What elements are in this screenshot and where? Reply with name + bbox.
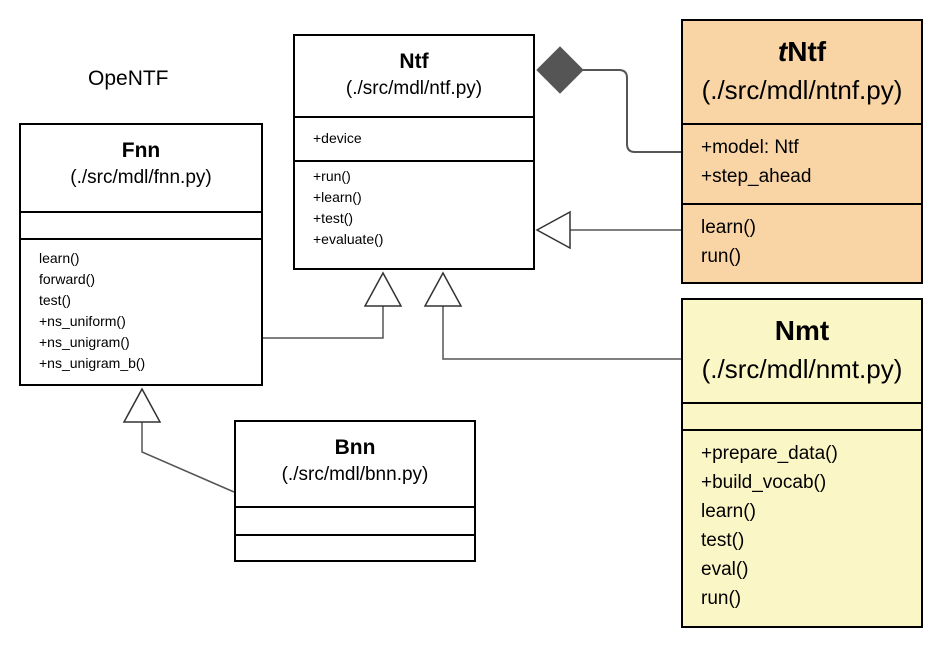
class-nmt-path: (./src/mdl/nmt.py) xyxy=(701,354,903,384)
operation: +learn() xyxy=(313,189,362,205)
operation: run() xyxy=(701,246,742,267)
class-fnn-attributes xyxy=(21,213,261,240)
class-ntf-operations: +run() +learn() +test() +evaluate() xyxy=(295,162,533,268)
operation: test() xyxy=(701,530,745,551)
operation: learn() xyxy=(39,250,80,266)
class-ntf-path: (./src/mdl/ntf.py) xyxy=(345,78,483,99)
attribute: +step_ahead xyxy=(701,166,812,187)
inheritance-arrowhead-nmt-ntf xyxy=(423,271,463,307)
operation: +ns_unigram() xyxy=(39,334,130,350)
class-ntf: Ntf (./src/mdl/ntf.py) +device +run() +l… xyxy=(293,34,535,270)
class-fnn-path: (./src/mdl/fnn.py) xyxy=(70,167,212,188)
edge-nmt-to-ntf xyxy=(442,306,681,360)
attribute: +model: Ntf xyxy=(701,137,799,158)
operation: eval() xyxy=(701,559,749,580)
class-ntf-name: Ntf xyxy=(399,50,429,73)
operation: +test() xyxy=(313,210,354,226)
inheritance-arrowhead-tntf-ntf xyxy=(535,210,571,250)
class-fnn-header: Fnn (./src/mdl/fnn.py) xyxy=(21,125,261,213)
class-bnn: Bnn (./src/mdl/bnn.py) xyxy=(234,420,476,562)
class-nmt: Nmt (./src/mdl/nmt.py) +prepare_data() +… xyxy=(681,298,923,628)
inheritance-arrowhead-fnn-ntf xyxy=(363,271,403,307)
class-tntf-name-rest: Ntf xyxy=(787,36,827,67)
operation: learn() xyxy=(701,217,756,238)
class-nmt-header: Nmt (./src/mdl/nmt.py) xyxy=(683,300,921,404)
class-nmt-name: Nmt xyxy=(774,315,830,346)
class-nmt-operations: +prepare_data() +build_vocab() learn() t… xyxy=(683,431,921,626)
operation: +ns_uniform() xyxy=(39,313,126,329)
edge-fnn-to-ntf xyxy=(263,306,384,339)
diagram-caption: OpeNTF xyxy=(88,67,169,90)
class-tntf-header: tNtf (./src/mdl/ntnf.py) xyxy=(683,21,921,125)
inheritance-arrowhead-bnn-fnn xyxy=(122,387,162,423)
class-tntf-name-prefix: t xyxy=(777,36,788,67)
class-tntf-name: tNtf xyxy=(683,33,921,71)
operation: forward() xyxy=(39,271,96,287)
class-tntf-attributes: +model: Ntf +step_ahead xyxy=(683,125,921,205)
class-tntf-operations: learn() run() xyxy=(683,205,921,282)
class-bnn-operations xyxy=(236,536,474,560)
operation: +run() xyxy=(313,168,351,184)
operation: run() xyxy=(701,588,742,609)
class-nmt-attributes xyxy=(683,404,921,431)
edge-bnn-to-fnn xyxy=(141,422,235,493)
class-bnn-path: (./src/mdl/bnn.py) xyxy=(281,464,429,485)
class-fnn-name: Fnn xyxy=(121,139,161,162)
edge-tntf-composition-ntf xyxy=(583,69,681,153)
class-bnn-attributes xyxy=(236,508,474,536)
operation: +build_vocab() xyxy=(701,472,827,493)
operation: +evaluate() xyxy=(313,231,384,247)
class-fnn: Fnn (./src/mdl/fnn.py) learn() forward()… xyxy=(19,123,263,386)
class-ntf-attributes: +device xyxy=(295,118,533,162)
class-ntf-header: Ntf (./src/mdl/ntf.py) xyxy=(295,36,533,118)
class-bnn-name: Bnn xyxy=(334,436,376,459)
class-tntf: tNtf (./src/mdl/ntnf.py) +model: Ntf +st… xyxy=(681,19,923,284)
class-fnn-operations: learn() forward() test() +ns_uniform() +… xyxy=(21,240,261,384)
operation: +prepare_data() xyxy=(701,443,838,464)
class-bnn-header: Bnn (./src/mdl/bnn.py) xyxy=(236,422,474,508)
composition-diamond xyxy=(536,46,584,94)
attribute: +device xyxy=(313,130,362,146)
operation: +ns_unigram_b() xyxy=(39,355,146,371)
class-tntf-path: (./src/mdl/ntnf.py) xyxy=(701,75,903,105)
operation: test() xyxy=(39,292,71,308)
operation: learn() xyxy=(701,501,756,522)
